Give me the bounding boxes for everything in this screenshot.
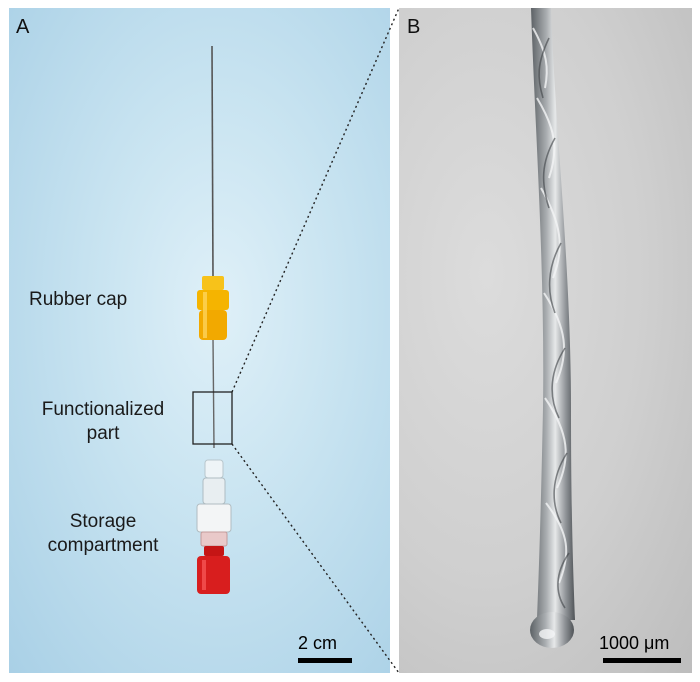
- scale-bar-a: [298, 658, 352, 663]
- label-rubber-cap: Rubber cap: [29, 289, 128, 310]
- device-illustration: [192, 45, 233, 594]
- scale-bar-b: [603, 658, 681, 663]
- red-cap: [197, 546, 230, 594]
- panel-a-photo: A Rubber cap Functionalized: [9, 8, 390, 673]
- label-functionalized-line1: Functionalized: [41, 399, 165, 420]
- scale-bar-a-label: 2 cm: [298, 633, 338, 653]
- panel-b-micrograph: B: [399, 8, 692, 673]
- zoom-line-bottom: [231, 443, 400, 674]
- functionalized-part-box: [192, 391, 233, 445]
- needle-wire-lower: [212, 337, 215, 449]
- label-functionalized-line2: part: [86, 423, 120, 444]
- label-storage-line2: compartment: [47, 535, 159, 556]
- label-storage-compartment: Storage compartment: [23, 510, 183, 558]
- panel-a-letter: A: [16, 16, 30, 38]
- scale-bar-b-label: 1000 μm: [599, 633, 670, 653]
- storage-compartment: [196, 459, 232, 547]
- label-functionalized-part: Functionalized part: [23, 398, 183, 446]
- panel-b-letter: B: [407, 16, 421, 38]
- needle-wire-upper: [211, 45, 214, 279]
- wire-twist-shadows: [538, 37, 570, 609]
- twisted-wire-illustration: [530, 8, 575, 648]
- zoom-line-top: [231, 7, 400, 393]
- rubber-cap: [197, 276, 229, 340]
- label-storage-line1: Storage: [69, 511, 137, 532]
- wire-tip: [530, 612, 574, 648]
